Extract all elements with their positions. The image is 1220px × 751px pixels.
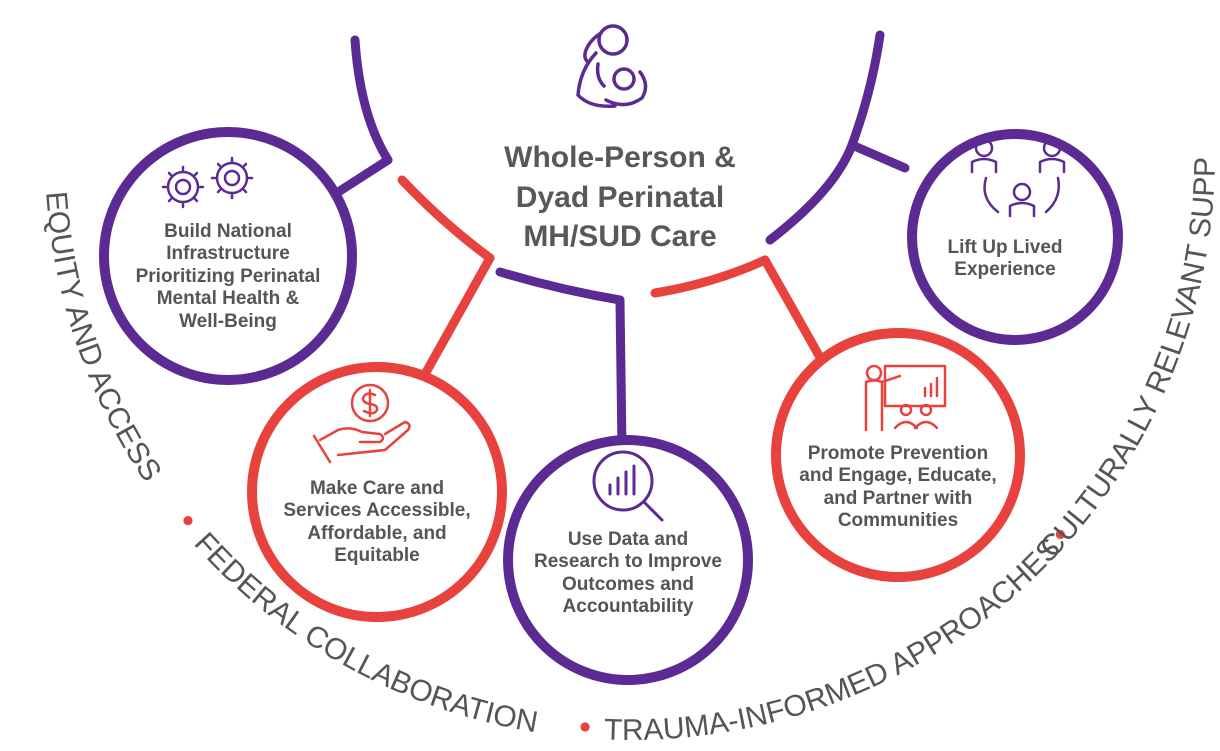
presenter-audience-icon [864,364,947,432]
red-inner-arc-left [397,175,495,263]
connector-use [615,295,627,455]
gears-icon [161,156,254,209]
circle-use [503,435,753,685]
node-label-build: Build National Infrastructure Prioritizi… [135,221,321,332]
connector-lift [847,140,910,173]
main-arc-bottom [495,267,625,305]
arc-dot-2: • [578,708,593,747]
main-arc-left [350,35,393,165]
people-circle-icon [970,131,1066,218]
red-inner-arc-right [650,255,770,298]
main-arc-right [765,30,885,245]
purple-connectors [313,30,910,455]
node-label-make: Make Care and Services Accessible, Affor… [283,478,471,567]
hand-dollar-icon [312,383,411,464]
magnifier-chart-icon [592,450,664,522]
connector-make [410,253,495,397]
circle-build [99,127,357,385]
node-label-lift: Lift Up Lived Experience [947,237,1063,281]
node-label-use: Use Data and Research to Improve Outcome… [534,529,722,618]
mother-child-icon [576,24,648,109]
circle-make [247,362,507,622]
circle-promote [771,328,1025,582]
arc-dot-1: • [169,504,206,537]
center-title: Whole-Person & Dyad Perinatal MH/SUD Car… [504,141,736,254]
node-label-promote: Promote Prevention and Engage, Educate, … [799,443,997,532]
